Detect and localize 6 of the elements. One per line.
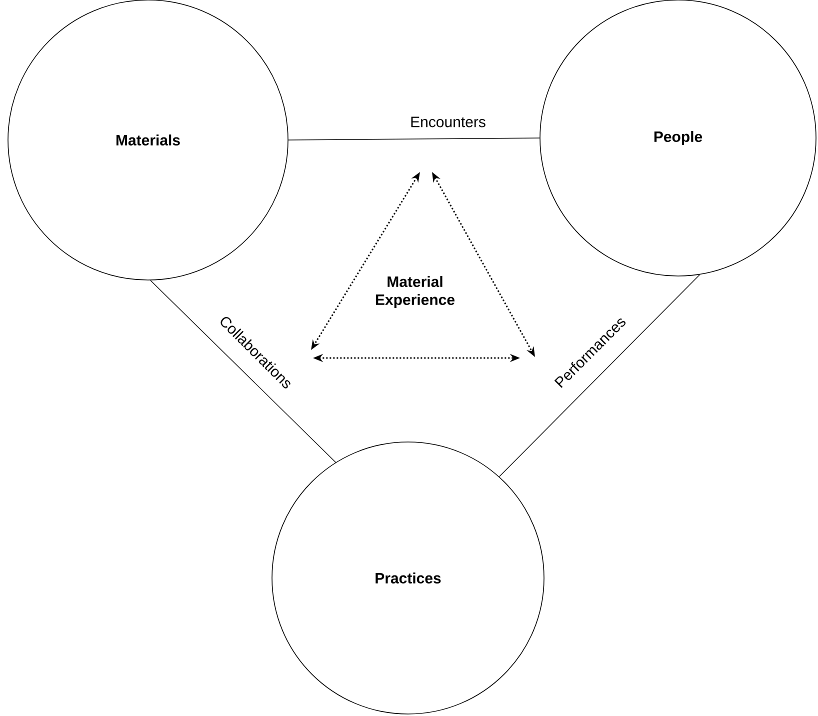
center-label: Material Experience	[376, 276, 454, 308]
connector-line	[150, 280, 336, 463]
edge-label: Encounters	[411, 116, 486, 128]
connector-line	[288, 138, 540, 140]
circle-node: Practices	[272, 442, 544, 714]
connector-line	[498, 274, 700, 477]
